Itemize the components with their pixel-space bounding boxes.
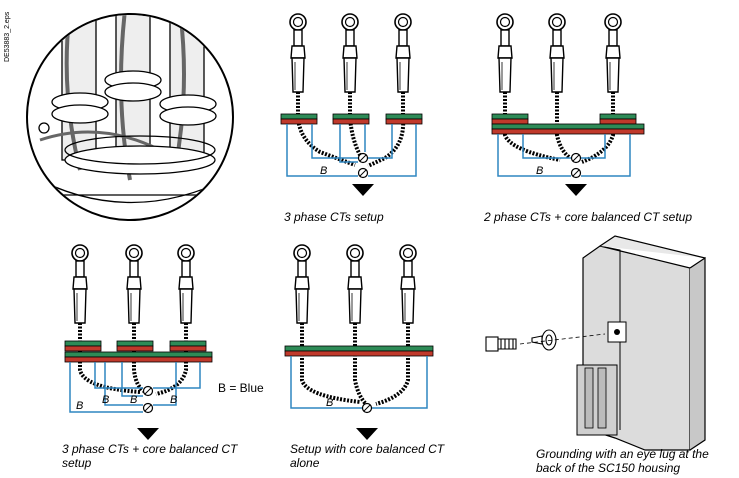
caption-three-phase-core: 3 phase CTs + core balanced CT setup	[62, 442, 237, 470]
caption-core-alone: Setup with core balanced CT alone	[290, 442, 444, 470]
diagram-core-alone: B	[284, 244, 434, 440]
sc150-housing-illustration	[485, 235, 706, 451]
caption-line: 3 phase CTs + core balanced CT	[62, 442, 238, 456]
blue-wire-label: B	[102, 394, 109, 406]
caption-two-phase-text: 2 phase CTs + core balanced CT setup	[484, 210, 693, 224]
caption-line: alone	[290, 456, 320, 470]
color-legend: B = Blue	[218, 381, 264, 395]
diagram-two-phase-core: B	[491, 13, 645, 196]
caption-line: Grounding with an eye lug at the	[536, 447, 709, 461]
caption-grounding: Grounding with an eye lug at the back of…	[536, 447, 709, 475]
caption-line: Setup with core balanced CT	[290, 442, 445, 456]
blue-wire-label: B	[320, 165, 327, 177]
caption-three-phase-text: 3 phase CTs setup	[284, 210, 384, 224]
blue-wire-label: B	[170, 394, 177, 406]
diagram-three-phase: B	[280, 13, 423, 196]
caption-line: back of the SC150 housing	[536, 461, 681, 475]
blue-wire-label: B	[130, 394, 137, 406]
caption-two-phase: 2 phase CTs + core balanced CT setup	[484, 210, 692, 224]
blue-wire-label: B	[326, 397, 333, 409]
caption-three-phase: 3 phase CTs setup	[284, 210, 384, 224]
blue-wire-label: B	[76, 400, 83, 412]
ct-installation-illustration	[26, 13, 234, 221]
diagram-three-phase-core: B B B B	[64, 244, 213, 440]
caption-line: setup	[62, 456, 92, 470]
blue-wire-label: B	[536, 165, 543, 177]
